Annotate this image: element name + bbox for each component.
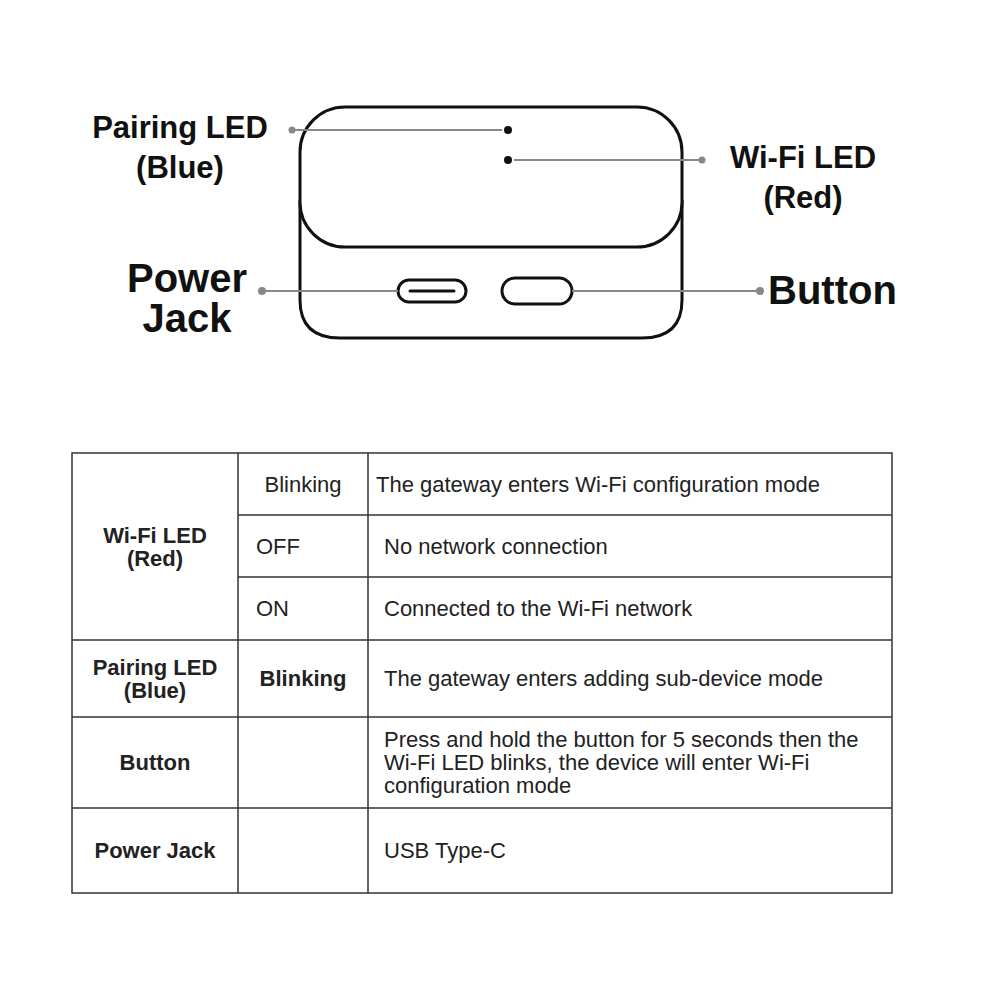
table-cell: Connected to the Wi-Fi network [380, 577, 888, 640]
table-row-header: Button [72, 717, 238, 808]
table-border [72, 453, 892, 893]
leader-dot [289, 127, 296, 134]
leader-line [262, 290, 398, 292]
leader-dot [756, 287, 764, 295]
leader-line [292, 129, 502, 131]
table-cell: The gateway enters Wi-Fi configuration m… [372, 453, 888, 515]
callout-label: Wi-Fi LED (Red) [708, 138, 898, 218]
device-top [300, 107, 682, 247]
pairing-led [504, 126, 512, 134]
callout-label: Power Jack [112, 258, 262, 338]
power-jack [398, 280, 466, 302]
callout-label: Button [768, 270, 897, 310]
table-row-header: Power Jack [72, 808, 238, 893]
table-grid [72, 453, 892, 893]
table-cell: Blinking [238, 640, 368, 717]
leader-dot [699, 157, 706, 164]
table-cell: Press and hold the button for 5 seconds … [380, 717, 888, 808]
callout-label: Pairing LED (Blue) [65, 108, 295, 188]
table-cell: Blinking [238, 453, 368, 515]
leader-line [572, 290, 760, 292]
table-cell: The gateway enters adding sub-device mod… [380, 640, 888, 717]
table-row-header: Wi-Fi LED (Red) [72, 453, 238, 640]
table-cell: ON [238, 577, 368, 640]
button-symbol [502, 278, 572, 304]
power-jack-slot [410, 290, 454, 293]
wifi-led [504, 156, 512, 164]
table-cell: OFF [238, 515, 368, 577]
table-cell: No network connection [380, 515, 888, 577]
leader-dot [258, 287, 266, 295]
table-cell: USB Type-C [380, 808, 888, 893]
table-row-header: Pairing LED (Blue) [72, 640, 238, 717]
leader-line [514, 159, 702, 161]
